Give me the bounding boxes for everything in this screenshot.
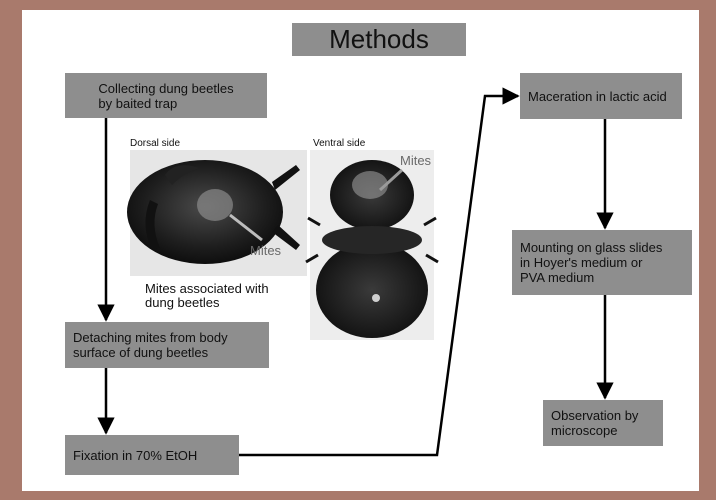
mites-label-ventral: Mites bbox=[400, 153, 431, 168]
ventral-beetle-photo bbox=[306, 150, 438, 340]
mites-label-dorsal: Mites bbox=[250, 243, 281, 258]
